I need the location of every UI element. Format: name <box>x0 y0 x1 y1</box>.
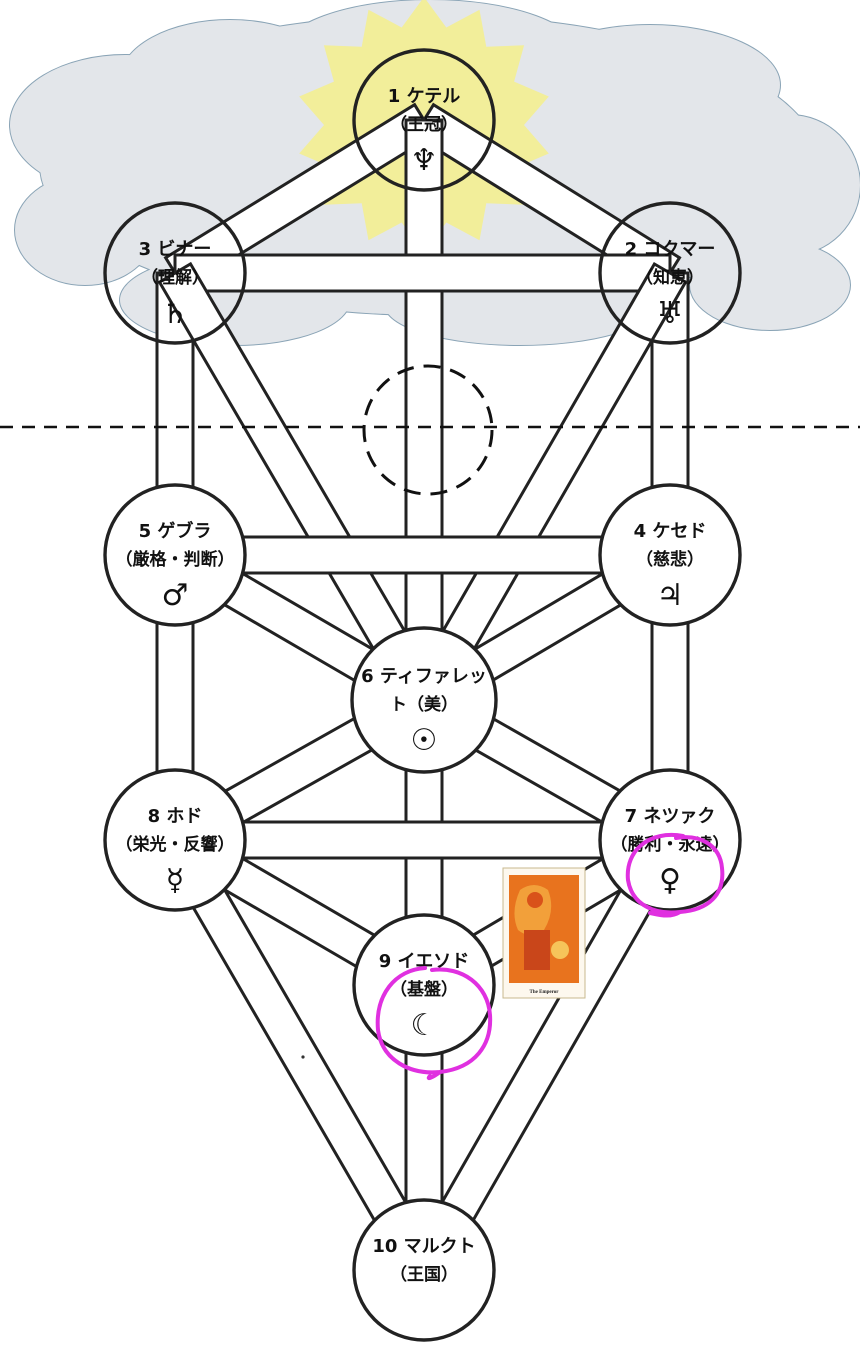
planet-symbol-icon: ♄ <box>162 296 189 331</box>
sephirah-meaning: （厳格・判断） <box>116 549 235 570</box>
path-chokmah-binah <box>175 255 670 291</box>
sephirah-name: 3 ビナー <box>139 239 212 260</box>
planet-symbol-icon: ♅ <box>657 296 684 331</box>
sephirah-name: 4 ケセド <box>634 521 707 542</box>
sephirah-geburah: 5 ゲブラ （厳格・判断） ♂ <box>105 485 245 625</box>
sephirah-meaning: （栄光・反響） <box>116 834 235 855</box>
sephirah-meaning: （慈悲） <box>636 549 704 570</box>
planet-symbol-icon: ♀ <box>659 863 681 898</box>
path-keter-tiphareth <box>406 120 442 700</box>
sephirah-name: 7 ネツァク <box>625 806 716 827</box>
sephirah-name: 8 ホド <box>148 806 203 827</box>
sephirah-meaning: （理解） <box>141 267 209 288</box>
planet-symbol-icon: ☿ <box>166 863 184 898</box>
path-netzach-hod <box>175 822 670 858</box>
sephirah-name: 2 コクマー <box>625 239 716 260</box>
planet-symbol-icon: ♆ <box>411 143 438 178</box>
sephirah-yesod: 9 イエソド（基盤）☾ <box>354 915 494 1055</box>
sephirah-chesed: 4 ケセド （慈悲） ♃ <box>600 485 740 625</box>
planet-symbol-icon: ☾ <box>411 1008 438 1043</box>
planet-symbol-icon: ☉ <box>411 723 438 758</box>
planet-symbol-icon: ♂ <box>162 578 189 613</box>
sephirah-hod: 8 ホド （栄光・反響） ☿ <box>105 770 245 910</box>
tarot-card: The Emperor <box>503 868 585 998</box>
sephirah-name: 5 ゲブラ <box>139 520 212 542</box>
sephirah-meaning: ト（美） <box>390 694 458 715</box>
tarot-card-caption: The Emperor <box>530 990 560 995</box>
sephirah-name: 10 マルクト <box>372 1236 475 1257</box>
sephirah-meaning: （知恵） <box>636 267 704 288</box>
planet-symbol-icon: ♃ <box>657 578 684 613</box>
path-chesed-geburah <box>175 537 670 573</box>
sephirah-meaning: （王冠） <box>390 114 458 135</box>
sephirah-meaning: （基盤） <box>390 979 458 1000</box>
sephirah-name: 1 ケテル <box>388 86 460 107</box>
sephirah-name: 6 ティファレッ <box>361 666 487 687</box>
sephirah-malkuth: 10 マルクト （王国） <box>354 1200 494 1340</box>
sephirah-meaning: （王国） <box>390 1264 458 1285</box>
